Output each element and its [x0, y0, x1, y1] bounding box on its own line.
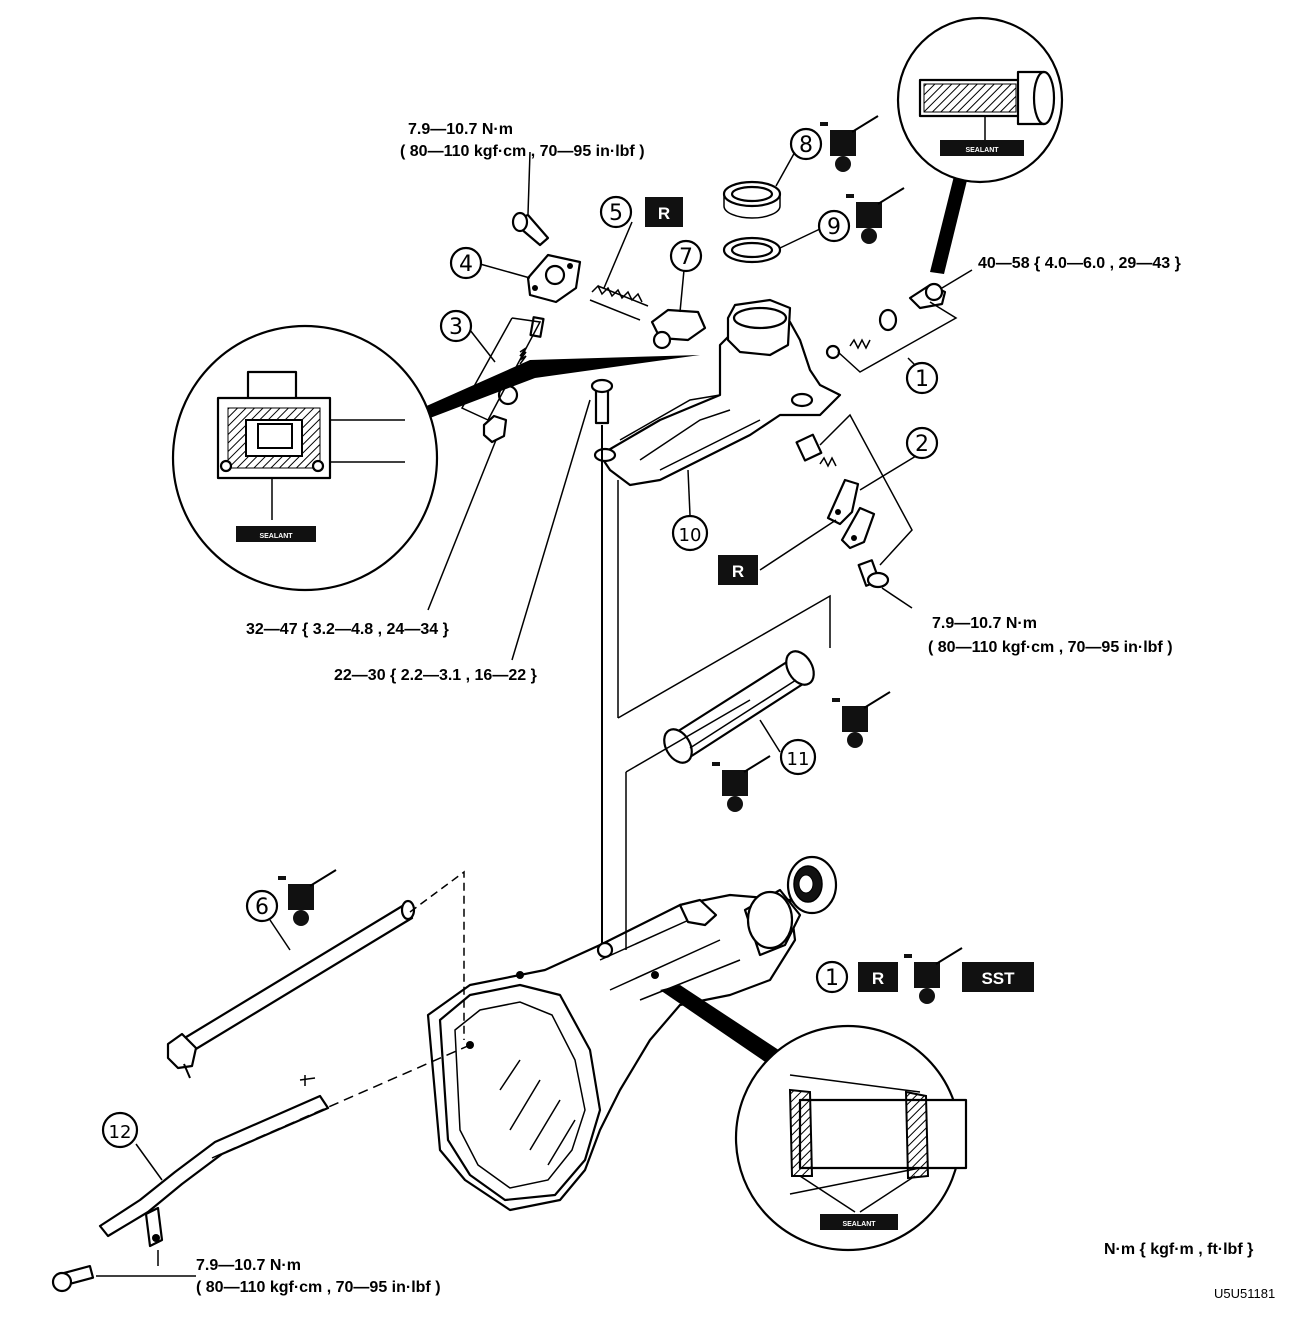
- oil-icon: [903, 947, 963, 1005]
- leader-lines: [96, 149, 973, 1277]
- bottom-bolt: [51, 1264, 95, 1293]
- svg-text:3: 3: [449, 315, 463, 340]
- detail-pointer-lower: [660, 985, 800, 1072]
- sst-tag: SST: [962, 962, 1034, 992]
- callout-8: 8: [789, 127, 823, 161]
- torque-label-housing-bolt: 22—30 { 2.2—3.1 , 16—22 }: [334, 667, 537, 684]
- svg-text:7: 7: [679, 245, 693, 270]
- inset-left-cover-detail: SEALANT: [171, 324, 439, 592]
- svg-text:R: R: [872, 969, 884, 988]
- plug-part-1-upper: [825, 282, 947, 360]
- seal-ring-part-8: [722, 180, 782, 219]
- torque-label-plug: 40—58 { 4.0—6.0 , 29—43 }: [978, 255, 1181, 272]
- replace-tag-part-2: R: [718, 555, 758, 585]
- extension-housing: [593, 298, 842, 487]
- cover-part-4: [511, 211, 582, 304]
- torque-label-part-2-bolt-line1: 7.9—10.7 N·m: [932, 615, 1037, 632]
- callout-2: 2: [905, 426, 939, 460]
- units-note: N·m { kgf·m , ft·lbf }: [1104, 1241, 1253, 1258]
- svg-text:R: R: [732, 562, 744, 581]
- callout-1-lower: 1: [815, 960, 849, 994]
- spring-part-5: [589, 284, 649, 321]
- torque-label-part-3: 32—47 { 3.2—4.8 , 24—34 }: [246, 621, 449, 638]
- part-12-bracket: [98, 1094, 330, 1248]
- svg-text:1: 1: [825, 966, 839, 991]
- svg-text:9: 9: [827, 215, 841, 240]
- detail-pointer-left: [422, 355, 700, 418]
- torque-label-cover-bolt-line2: ( 80—110 kgf·cm , 70—95 in·lbf ): [400, 143, 645, 160]
- inset-lower-seal-detail: SEALANT: [734, 1024, 968, 1252]
- sealant-tag-top: SEALANT: [965, 147, 999, 154]
- callout-10: 10: [671, 514, 709, 552]
- detail-pointer-top: [930, 160, 972, 274]
- callout-7: 7: [669, 239, 703, 273]
- svg-text:R: R: [658, 204, 670, 223]
- part-2-assembly: [795, 433, 890, 589]
- oil-icon: [711, 755, 771, 813]
- svg-text:1: 1: [915, 367, 929, 392]
- svg-text:6: 6: [255, 895, 269, 920]
- svg-text:SST: SST: [981, 969, 1015, 988]
- callout-3: 3: [439, 309, 473, 343]
- oil-icon: [831, 691, 891, 749]
- oil-icon: [845, 187, 905, 245]
- torque-label-part-2-bolt-line2: ( 80—110 kgf·cm , 70—95 in·lbf ): [928, 639, 1173, 656]
- figure-id: U5U51181: [1214, 1286, 1275, 1301]
- callout-12: 12: [101, 1111, 139, 1149]
- rod-part-6: [166, 899, 416, 1079]
- callout-1-upper: 1: [905, 361, 939, 395]
- oil-seal-part-1-lower: [786, 855, 838, 915]
- replace-tag-part-5: R: [645, 197, 683, 227]
- callout-9: 9: [817, 209, 851, 243]
- transmission-case: [426, 888, 802, 1212]
- oil-icon: [277, 869, 337, 927]
- sealant-tag-left: SEALANT: [259, 533, 293, 540]
- svg-text:10: 10: [679, 525, 702, 546]
- svg-text:4: 4: [459, 252, 473, 277]
- o-ring-part-9: [722, 236, 782, 264]
- inset-top-right-bolt-detail: SEALANT: [896, 16, 1064, 184]
- callout-6: 6: [245, 889, 279, 923]
- torque-label-bottom-bolt-line1: 7.9—10.7 N·m: [196, 1257, 301, 1274]
- callout-5: 5: [599, 195, 633, 229]
- svg-text:11: 11: [787, 749, 810, 770]
- svg-text:2: 2: [915, 432, 929, 457]
- replace-tag-part-1: R: [858, 962, 898, 992]
- housing-bolt: [590, 378, 614, 950]
- torque-label-cover-bolt-line1: 7.9—10.7 N·m: [408, 121, 513, 138]
- part-7: [650, 308, 707, 350]
- torque-label-bottom-bolt-line2: ( 80—110 kgf·cm , 70—95 in·lbf ): [196, 1279, 441, 1296]
- svg-text:12: 12: [109, 1122, 132, 1143]
- svg-text:5: 5: [609, 201, 623, 226]
- callout-4: 4: [449, 246, 483, 280]
- svg-text:8: 8: [799, 133, 813, 158]
- callout-11: 11: [779, 738, 817, 776]
- oil-icon: [819, 115, 879, 173]
- sealant-tag-lower: SEALANT: [842, 1221, 876, 1228]
